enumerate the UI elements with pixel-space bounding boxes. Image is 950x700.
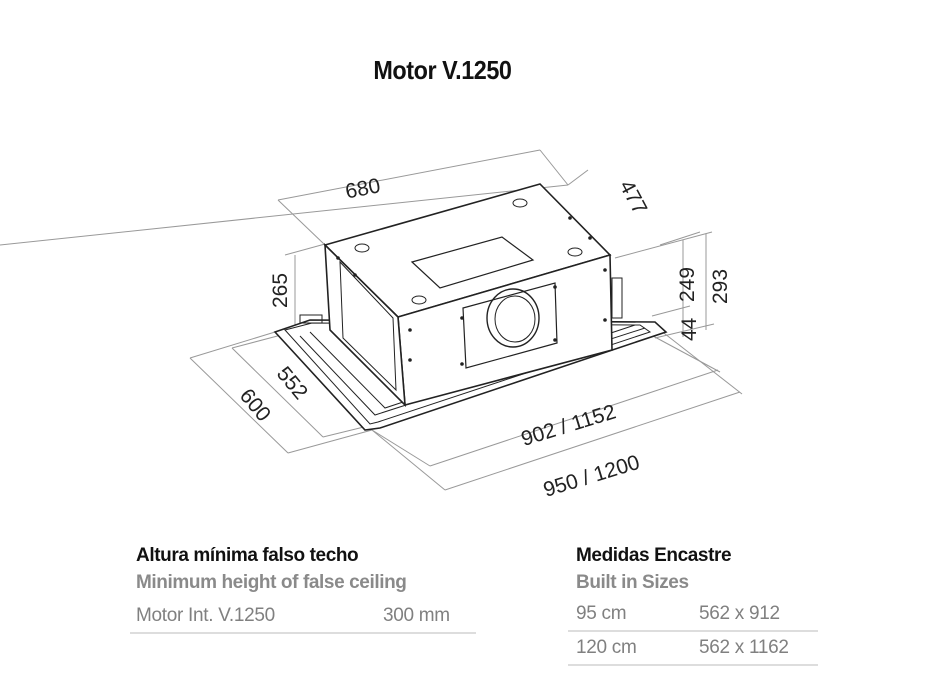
row-value: 300 mm xyxy=(383,605,450,626)
dim-680: 680 xyxy=(343,174,382,203)
dim-902-1152: 902 / 1152 xyxy=(518,400,618,451)
dim-249: 249 xyxy=(676,267,699,302)
hood-body xyxy=(273,183,668,431)
dim-44: 44 xyxy=(678,317,701,341)
min-height-section: Altura mínima falso techo Minimum height… xyxy=(130,545,476,634)
row-label: Motor Int. V.1250 xyxy=(136,605,275,626)
dim-600: 600 xyxy=(235,384,275,426)
min-height-heading-es: Altura mínima falso techo xyxy=(136,545,359,566)
built-in-heading-es: Medidas Encastre xyxy=(576,545,732,566)
table-row: 120 cm 562 x 1162 xyxy=(568,632,818,666)
table-row: Motor Int. V.1250 300 mm xyxy=(130,600,476,634)
dim-950-1200: 950 / 1200 xyxy=(541,451,643,502)
row-value: 562 x 912 xyxy=(699,603,780,624)
row-label: 120 cm xyxy=(576,637,637,658)
dim-293: 293 xyxy=(709,269,732,304)
min-height-heading-en: Minimum height of false ceiling xyxy=(136,572,407,593)
screw-dots xyxy=(336,216,607,366)
table-row: 95 cm 562 x 912 xyxy=(568,598,818,632)
page-title: Motor V.1250 xyxy=(373,55,512,85)
row-label: 95 cm xyxy=(576,603,627,624)
dim-265: 265 xyxy=(269,273,292,308)
built-in-sizes-section: Medidas Encastre Built in Sizes 95 cm 56… xyxy=(568,545,818,666)
dim-552: 552 xyxy=(272,362,312,404)
dimension-lines xyxy=(0,149,743,491)
row-value: 562 x 1162 xyxy=(699,637,789,658)
built-in-heading-en: Built in Sizes xyxy=(576,572,689,593)
dim-477: 477 xyxy=(615,177,652,219)
